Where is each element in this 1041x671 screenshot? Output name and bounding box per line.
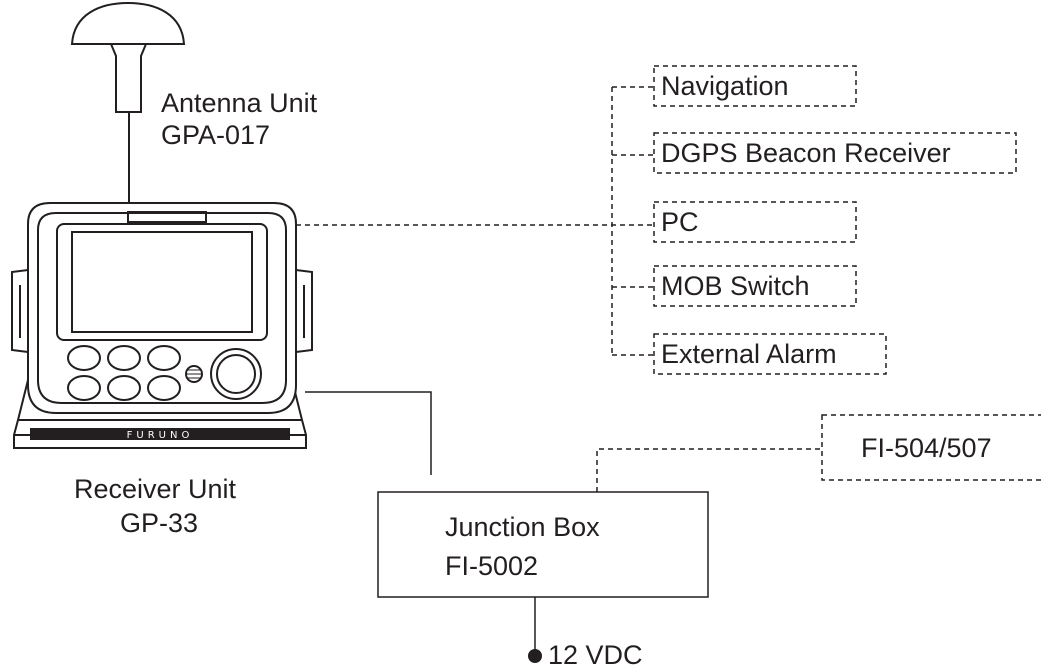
antenna-label-name: Antenna Unit <box>161 88 318 118</box>
data-bus-lines <box>296 65 1041 492</box>
junction-label-name: Junction Box <box>445 512 600 542</box>
peripheral-dgps-beacon-receiver: DGPS Beacon Receiver <box>661 138 951 168</box>
peripheral-pc: PC <box>661 207 699 237</box>
cable-receiver-junction <box>305 391 432 475</box>
junction-box <box>377 491 709 598</box>
instrument-label: FI-504/507 <box>861 433 992 463</box>
peripheral-mob-switch: MOB Switch <box>661 271 810 301</box>
receiver-brand-text: FURUNO <box>127 430 194 441</box>
receiver-label-name: Receiver Unit <box>74 474 237 504</box>
peripheral-navigation: Navigation <box>661 71 789 101</box>
peripheral-external-alarm: External Alarm <box>661 339 837 369</box>
power-label: 12 VDC <box>548 640 643 670</box>
antenna-icon <box>70 1 186 205</box>
receiver-unit-icon: FURUNO <box>11 202 313 449</box>
junction-label-model: FI-5002 <box>445 551 539 581</box>
power-terminal-icon <box>528 649 542 663</box>
receiver-label-model: GP-33 <box>120 508 199 538</box>
antenna-label-model: GPA-017 <box>161 120 271 150</box>
